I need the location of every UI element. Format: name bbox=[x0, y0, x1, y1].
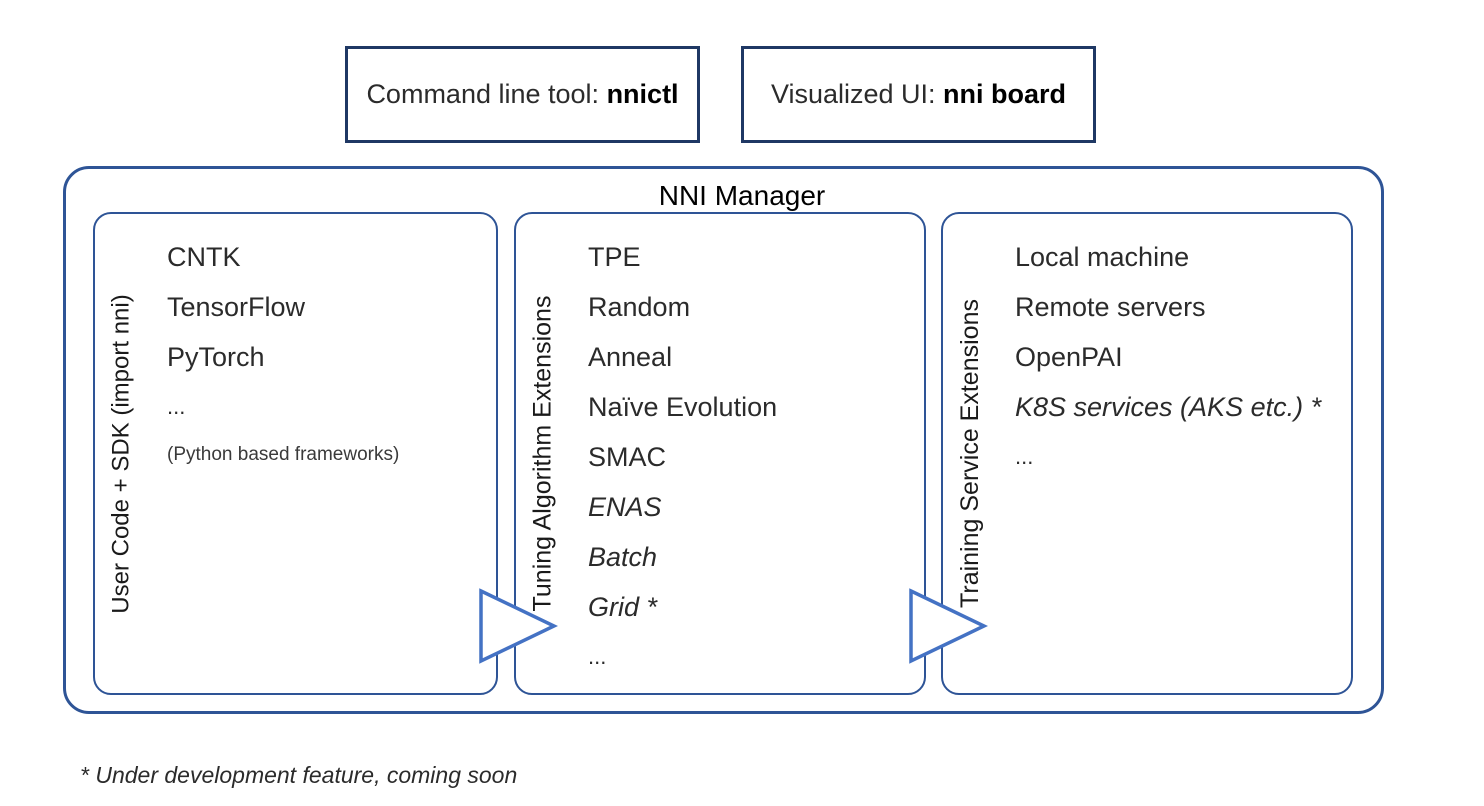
command-line-tool-label: Command line tool: nnictl bbox=[366, 79, 678, 110]
list-item: Naïve Evolution bbox=[588, 392, 778, 422]
visualized-ui-value: nni board bbox=[943, 79, 1067, 109]
list-item: Remote servers bbox=[1015, 292, 1206, 322]
list-item: TensorFlow bbox=[167, 292, 306, 322]
list-item: Batch bbox=[588, 542, 658, 572]
training-service-vertical-label: Training Service Extensions bbox=[955, 299, 984, 608]
list-item: Local machine bbox=[1015, 242, 1190, 272]
visualized-ui-box: Visualized UI: nni board bbox=[741, 46, 1096, 143]
training-service-item-list: Local machine Remote servers OpenPAI K8S… bbox=[1015, 232, 1343, 482]
tuning-algorithm-extensions-box: Tuning Algorithm Extensions TPE Random A… bbox=[514, 212, 926, 695]
list-item: Random bbox=[588, 292, 691, 322]
list-item: ENAS bbox=[588, 492, 662, 522]
tuning-algorithm-item-list: TPE Random Anneal Naïve Evolution SMAC E… bbox=[588, 232, 916, 682]
list-item: K8S services (AKS etc.) * bbox=[1015, 392, 1322, 422]
command-line-tool-box: Command line tool: nnictl bbox=[345, 46, 700, 143]
user-code-sdk-vertical-label: User Code + SDK (import nni) bbox=[108, 293, 136, 614]
list-item: TPE bbox=[588, 242, 641, 272]
list-item-ellipsis: ... bbox=[167, 394, 186, 419]
list-item: OpenPAI bbox=[1015, 342, 1123, 372]
visualized-ui-label: Visualized UI: nni board bbox=[771, 79, 1066, 110]
footnote-text: * Under development feature, coming soon bbox=[80, 762, 518, 788]
list-item-ellipsis: ... bbox=[1015, 444, 1034, 469]
command-line-tool-prefix: Command line tool: bbox=[366, 79, 607, 109]
command-line-tool-value: nnictl bbox=[606, 79, 679, 109]
user-code-sdk-item-list: CNTK TensorFlow PyTorch ... (Python base… bbox=[167, 232, 488, 478]
list-item: CNTK bbox=[167, 242, 241, 272]
python-frameworks-note: (Python based frameworks) bbox=[167, 444, 400, 465]
list-item: SMAC bbox=[588, 442, 667, 472]
list-item: Anneal bbox=[588, 342, 673, 372]
training-service-extensions-box: Training Service Extensions Local machin… bbox=[941, 212, 1353, 695]
visualized-ui-prefix: Visualized UI: bbox=[770, 79, 944, 109]
list-item: PyTorch bbox=[167, 342, 265, 372]
user-code-sdk-box: User Code + SDK (import nni) CNTK Tensor… bbox=[93, 212, 498, 695]
list-item-ellipsis: ... bbox=[588, 644, 607, 669]
tuning-algorithm-vertical-label: Tuning Algorithm Extensions bbox=[528, 295, 557, 612]
list-item: Grid * bbox=[588, 592, 658, 622]
